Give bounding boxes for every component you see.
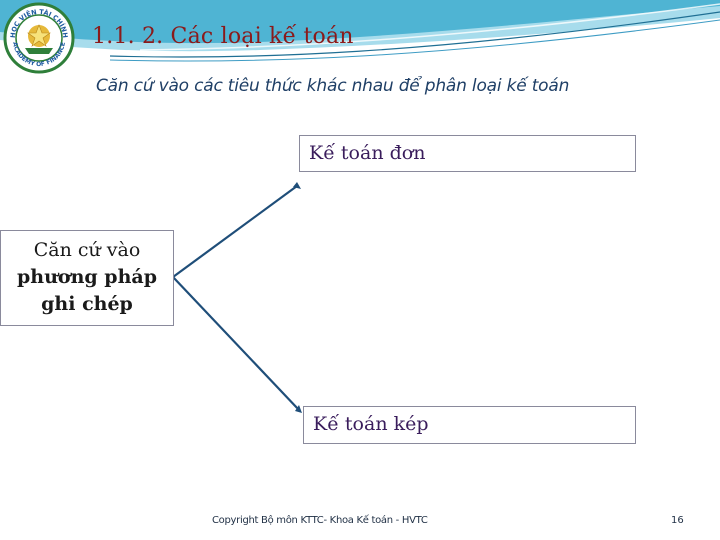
header-wave-decoration xyxy=(0,0,720,62)
branch-ke-toan-don: Kế toán đơn xyxy=(299,135,636,172)
page-number: 16 xyxy=(671,515,684,526)
branch-label: Kế toán đơn xyxy=(309,142,426,164)
connector-to-ke-toan-don xyxy=(172,185,298,278)
root-line-1: Căn cứ vào xyxy=(33,239,141,261)
connector-to-ke-toan-kep xyxy=(172,276,300,411)
slide-title: 1.1. 2. Các loại kế toán xyxy=(92,24,354,49)
root-criterion-box: Căn cứ vào phương pháp ghi chép xyxy=(0,230,174,326)
footer-copyright: Copyright Bộ môn KTTC- Khoa Kế toán - HV… xyxy=(212,515,428,526)
branch-ke-toan-kep: Kế toán kép xyxy=(303,406,636,444)
root-line-2: phương pháp xyxy=(17,266,157,288)
academy-logo: HỌC VIỆN TÀI CHÍNH ACADEMY OF FINANCE xyxy=(3,2,75,74)
branch-label: Kế toán kép xyxy=(313,413,429,435)
root-line-3: ghi chép xyxy=(41,293,133,315)
slide-subtitle: Căn cứ vào các tiêu thức khác nhau để ph… xyxy=(96,76,570,96)
